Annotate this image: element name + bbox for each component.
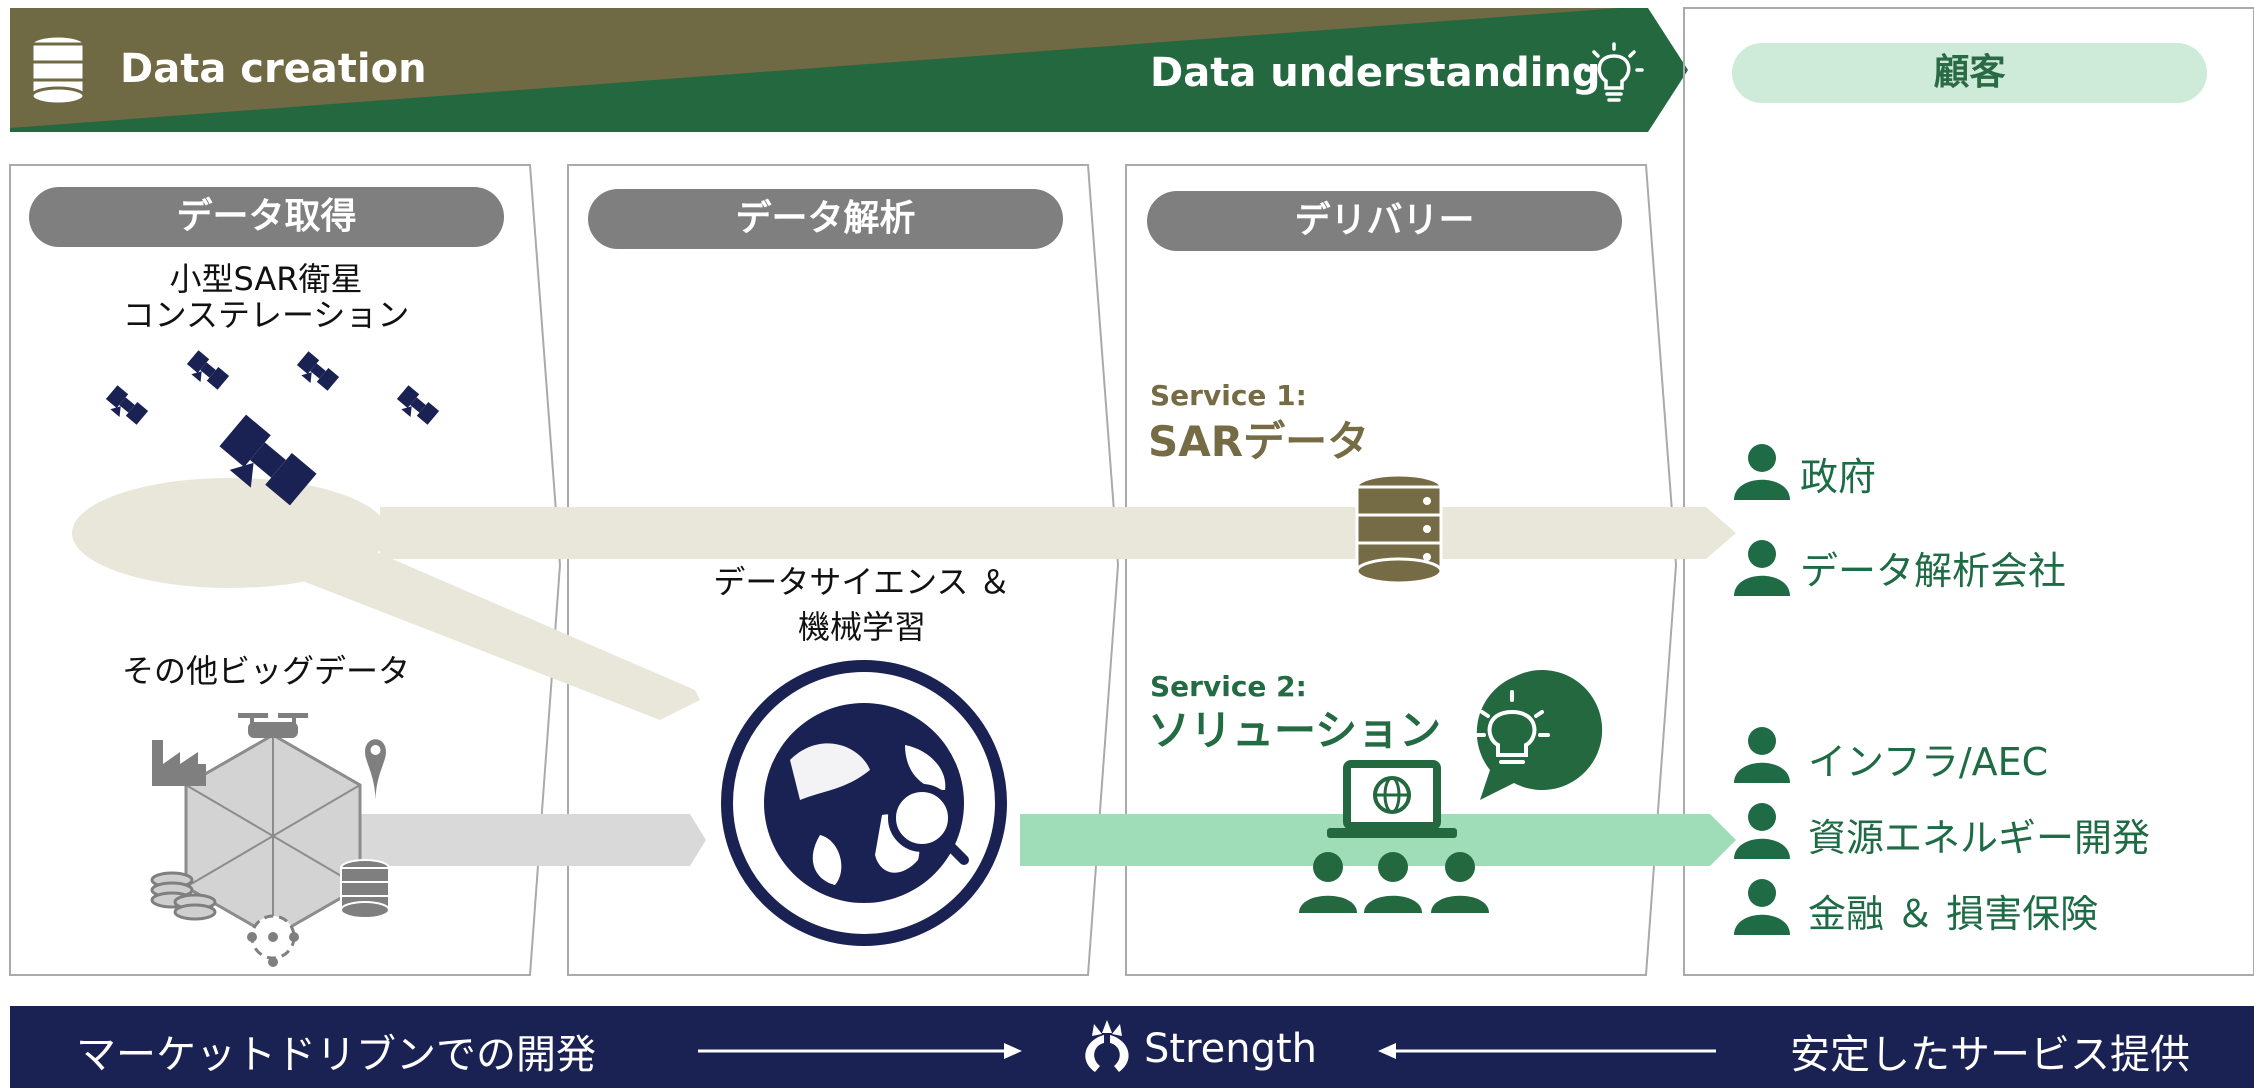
footer-bar bbox=[10, 1006, 2254, 1088]
map-pin-icon bbox=[365, 739, 386, 800]
column-header-analysis: データ解析 bbox=[588, 189, 1063, 249]
service2-title: ソリューション bbox=[1148, 706, 1442, 755]
customer-energy: 資源エネルギー開発 bbox=[1808, 816, 2151, 860]
bigdata-hexagon bbox=[184, 733, 362, 939]
service1-title: SARデータ bbox=[1148, 417, 1370, 466]
analysis-label-line1: データサイエンス ＆ bbox=[713, 563, 1011, 601]
solution-arrow bbox=[1020, 814, 1736, 866]
column-header-delivery: デリバリー bbox=[1147, 191, 1622, 251]
people-icon bbox=[1299, 852, 1489, 913]
analysis-label-line2: 機械学習 bbox=[797, 608, 926, 646]
constellation-label-line2: コンステレーション bbox=[122, 296, 410, 334]
service1-number: Service 1: bbox=[1150, 379, 1307, 412]
globe-icon bbox=[721, 660, 1007, 946]
header-banner bbox=[10, 8, 1688, 132]
constellation-label-line1: 小型SAR衛星 bbox=[169, 260, 363, 298]
customer-person-icons bbox=[1734, 444, 1790, 935]
coins-icon bbox=[150, 871, 217, 921]
header-left-label: Data creation bbox=[120, 46, 427, 92]
factory-icon bbox=[152, 740, 206, 786]
header-database-icon bbox=[30, 34, 86, 106]
service2-number: Service 2: bbox=[1150, 670, 1307, 703]
sar-database-icon bbox=[1355, 473, 1443, 585]
bigdata-arrow bbox=[360, 814, 706, 866]
laptop-icon bbox=[1327, 760, 1457, 838]
footer-center-label: Strength bbox=[1144, 1026, 1318, 1072]
column-header-customer: 顧客 bbox=[1732, 43, 2207, 103]
customer-infrastructure: インフラ/AEC bbox=[1808, 740, 2049, 784]
drone-icon bbox=[238, 713, 308, 738]
customer-government: 政府 bbox=[1800, 455, 1877, 499]
database-icon bbox=[340, 859, 390, 919]
column-header-acquisition: データ取得 bbox=[29, 187, 504, 247]
speech-bubble-icon bbox=[1474, 670, 1603, 800]
customer-data-analysis-company: データ解析会社 bbox=[1800, 549, 2067, 593]
lightbulb-icon bbox=[1584, 42, 1644, 106]
target-icon bbox=[247, 914, 299, 967]
bigdata-label: その他ビッグデータ bbox=[121, 652, 410, 690]
footer-left-label: マーケットドリブンでの開発 bbox=[76, 1032, 596, 1078]
footer-right-label: 安定したサービス提供 bbox=[1790, 1032, 2190, 1078]
magnifier-icon bbox=[888, 784, 969, 865]
customer-finance-insurance: 金融 ＆ 損害保険 bbox=[1808, 892, 2099, 936]
laurel-icon bbox=[1085, 1020, 1129, 1072]
header-right-label: Data understanding bbox=[1150, 50, 1601, 96]
footer-arrows bbox=[698, 1043, 1716, 1059]
